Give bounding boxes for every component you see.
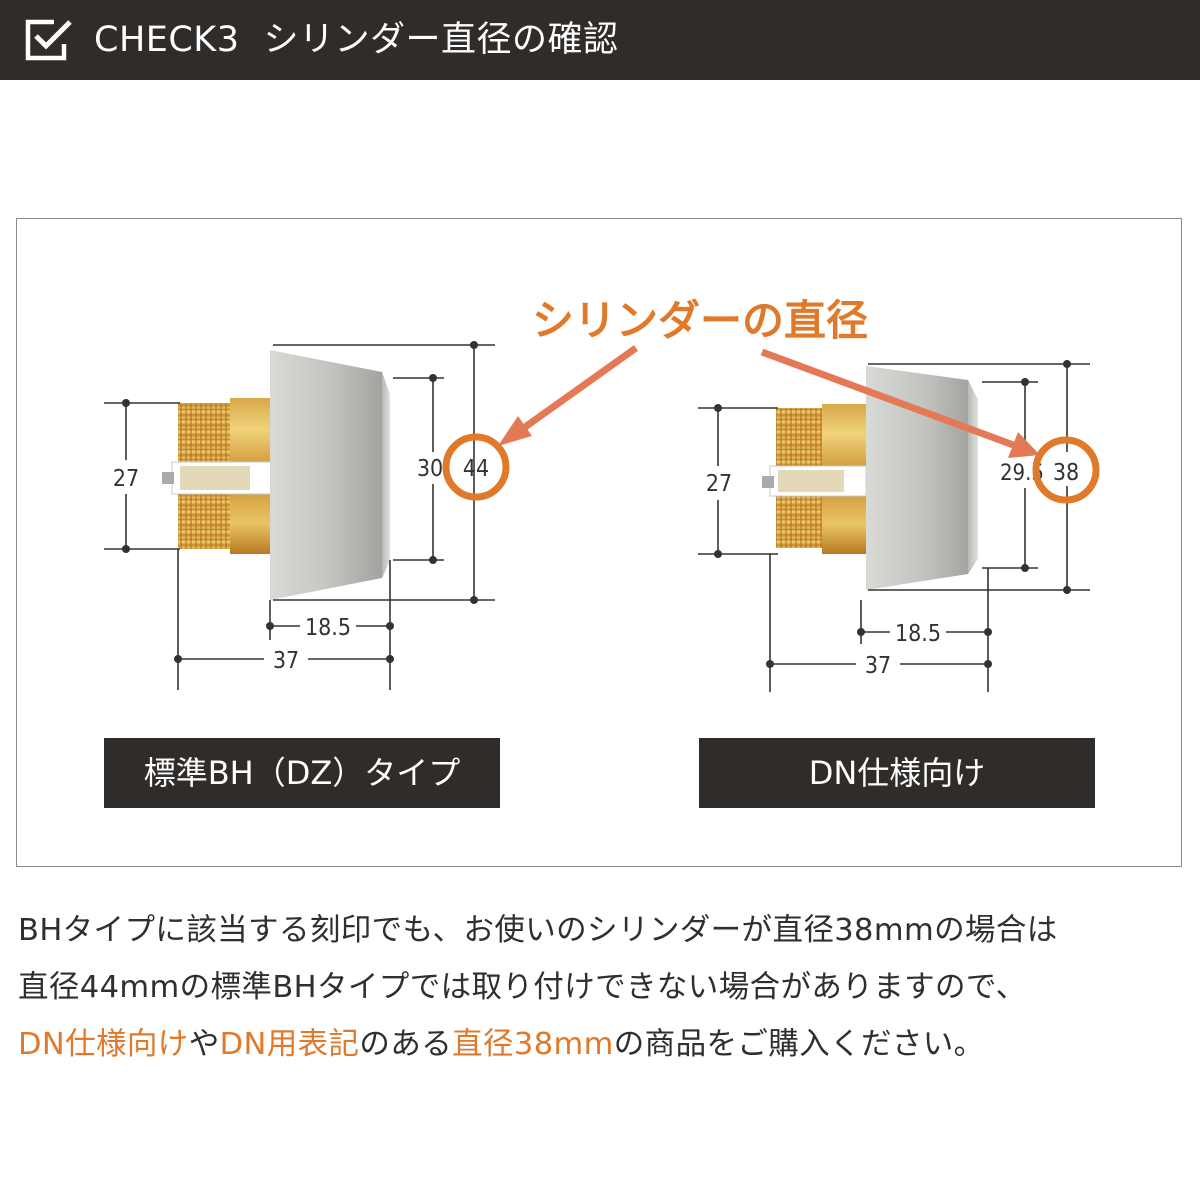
callout-arrows [498, 345, 1040, 458]
right-dim-diameter: 38 [1053, 460, 1079, 486]
checkbox-check-icon [25, 19, 72, 61]
right-arrow-head-icon [1008, 432, 1040, 458]
title-text: シリンダー直径の確認 [263, 20, 619, 60]
note-line-2: 直径44mmの標準BHタイプでは取り付けできない場合がありますので、 [18, 970, 1027, 1005]
figure-frame [16, 218, 1182, 867]
note-line-1: BHタイプに該当する刻印でも、お使いのシリンダーが直径38mmの場合は [18, 913, 1058, 948]
left-diameter-highlight-circle [442, 433, 510, 501]
right-dim-short: 18.5 [895, 621, 941, 647]
left-cylinder: 27 30 44 18.5 37 [104, 340, 510, 690]
right-diameter-highlight-circle [1032, 436, 1100, 504]
right-caption: DN仕様向け [699, 738, 1095, 808]
note-text: のある [359, 1027, 453, 1062]
left-dim-short: 18.5 [305, 615, 351, 641]
header-bar: CHECK3 シリンダー直径の確認 [0, 0, 1200, 80]
note-text: や [188, 1027, 220, 1062]
page-title: CHECK3 シリンダー直径の確認 [94, 10, 619, 70]
right-dim-height: 27 [706, 471, 732, 497]
left-arrow-head-icon [498, 416, 532, 446]
callout-title: シリンダーの直径 [531, 296, 868, 345]
note-text: の商品をご購入ください。 [613, 1027, 985, 1062]
note-highlight-dn-label: DN用表記 [219, 1027, 360, 1062]
title-check-label: CHECK3 [94, 20, 240, 60]
left-dim-inner: 30 [417, 456, 443, 482]
right-cylinder: 27 29.5 38 18.5 37 [698, 359, 1100, 692]
left-caption: 標準BH（DZ）タイプ [104, 738, 500, 808]
right-dim-total: 37 [865, 653, 891, 679]
left-dim-total: 37 [273, 648, 299, 674]
note-highlight-dn-spec: DN仕様向け [18, 1027, 189, 1062]
left-dim-height: 27 [113, 466, 139, 492]
note-line-3: DN仕様向けやDN用表記のある直径38mmの商品をご購入ください。 [18, 1016, 1188, 1073]
note-highlight-diameter: 直径38mm [452, 1027, 614, 1062]
explanation-text: BHタイプに該当する刻印でも、お使いのシリンダーが直径38mmの場合は 直径44… [18, 902, 1188, 1073]
left-dim-diameter: 44 [463, 456, 489, 482]
